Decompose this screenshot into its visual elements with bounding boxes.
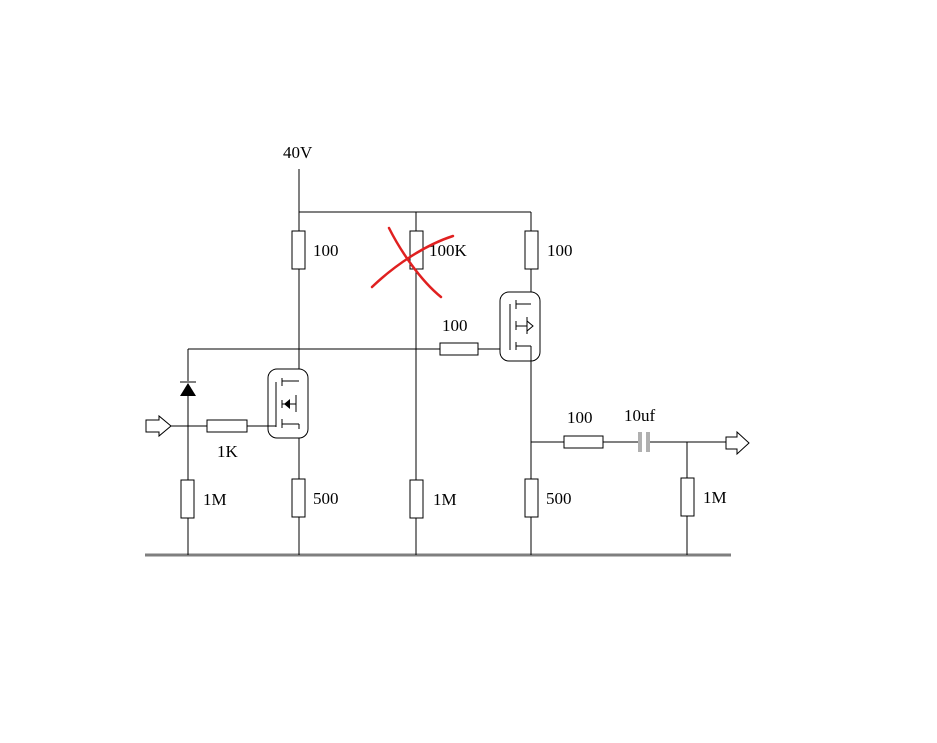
capacitor-icon [638,432,650,452]
input-arrow-icon [145,414,172,438]
resistor-output-series [563,435,604,449]
capacitor-label: 10uf [624,406,656,425]
resistor-drain-2 [524,230,539,270]
resistor-load-label: 1M [703,488,727,507]
resistor-load [680,477,695,517]
resistor-drain-1-label: 100 [313,241,339,260]
resistor-bias-bottom-label: 1M [433,490,457,509]
output-arrow-icon [725,430,750,456]
resistor-gate-1-label: 1K [217,442,239,461]
diode-icon [180,381,196,396]
resistor-source-1-label: 500 [313,489,339,508]
resistor-drain-2-label: 100 [547,241,573,260]
mosfet-icon [499,291,541,362]
cross-out-icon [370,226,455,299]
resistor-source-1 [291,478,306,518]
resistor-bias-bottom [409,479,424,519]
resistor-gate-2 [439,342,479,356]
resistor-input [180,479,195,519]
resistor-input-label: 1M [203,490,227,509]
resistor-drain-1 [291,230,306,270]
resistor-output-series-label: 100 [567,408,593,427]
mosfet-icon [267,368,309,439]
resistor-source-2-label: 500 [546,489,572,508]
supply-label: 40V [283,143,313,162]
resistor-bias-top-label: 100K [429,241,468,260]
resistor-gate-1 [206,419,248,433]
resistor-gate-2-label: 100 [442,316,468,335]
resistor-source-2 [524,478,539,518]
